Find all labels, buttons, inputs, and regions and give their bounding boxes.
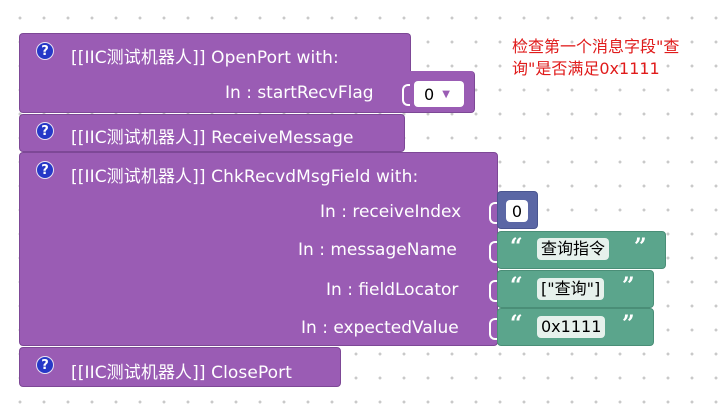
receiveindex-socket bbox=[489, 202, 497, 224]
fieldlocator-socket bbox=[489, 280, 497, 302]
dropdown-arrow-icon: ▼ bbox=[442, 88, 450, 100]
openport-param-row[interactable] bbox=[19, 71, 475, 113]
comment-line-2: 询"是否满足0x1111 bbox=[512, 59, 660, 78]
closeport-block[interactable] bbox=[19, 347, 341, 387]
quote-open-icon: “ bbox=[510, 273, 523, 299]
receivemessage-help-icon[interactable]: ? bbox=[36, 122, 54, 140]
chkrecvdmsgfield-label: [[IIC测试机器人]] ChkRecvdMsgField with: bbox=[71, 167, 419, 187]
quote-close-icon: ” bbox=[622, 311, 635, 337]
closeport-label: [[IIC测试机器人]] ClosePort bbox=[71, 363, 293, 383]
quote-open-icon: “ bbox=[510, 234, 523, 260]
quote-close-icon: ” bbox=[622, 273, 635, 299]
expectedvalue-value[interactable]: 0x1111 bbox=[537, 316, 606, 338]
messagename-label: In : messageName bbox=[298, 240, 457, 260]
expectedvalue-socket bbox=[489, 318, 497, 340]
startrecvflag-value: 0 bbox=[424, 84, 435, 104]
messagename-value[interactable]: 查询指令 bbox=[537, 238, 610, 260]
receivemessage-block[interactable] bbox=[19, 114, 405, 152]
comment-line-1: 检查第一个消息字段"查 bbox=[512, 37, 680, 56]
expectedvalue-label: In : expectedValue bbox=[301, 318, 459, 338]
messagename-string-block[interactable] bbox=[497, 231, 666, 269]
openport-label: [[IIC测试机器人]] OpenPort with: bbox=[71, 48, 339, 68]
receiveindex-label: In : receiveIndex bbox=[320, 202, 462, 222]
openport-block[interactable] bbox=[19, 33, 411, 71]
fieldlocator-label: In : fieldLocator bbox=[326, 280, 459, 300]
openport-help-icon[interactable]: ? bbox=[36, 42, 54, 60]
receivemessage-label: [[IIC测试机器人]] ReceiveMessage bbox=[71, 128, 354, 148]
startrecvflag-dropdown[interactable]: 0 ▼ bbox=[414, 81, 464, 107]
chkrecvdmsgfield-block[interactable] bbox=[19, 152, 498, 346]
messagename-socket bbox=[489, 241, 497, 263]
fieldlocator-value[interactable]: ["查询"] bbox=[537, 278, 605, 300]
startrecvflag-socket bbox=[402, 84, 410, 106]
quote-open-icon: “ bbox=[510, 311, 523, 337]
closeport-help-icon[interactable]: ? bbox=[36, 356, 54, 374]
chkrecvdmsgfield-help-icon[interactable]: ? bbox=[36, 161, 54, 179]
block-comment: 检查第一个消息字段"查 询"是否满足0x1111 bbox=[512, 36, 679, 80]
quote-close-icon: ” bbox=[634, 234, 647, 260]
startrecvflag-label: In : startRecvFlag bbox=[225, 83, 374, 103]
receiveindex-value[interactable]: 0 bbox=[506, 200, 528, 222]
